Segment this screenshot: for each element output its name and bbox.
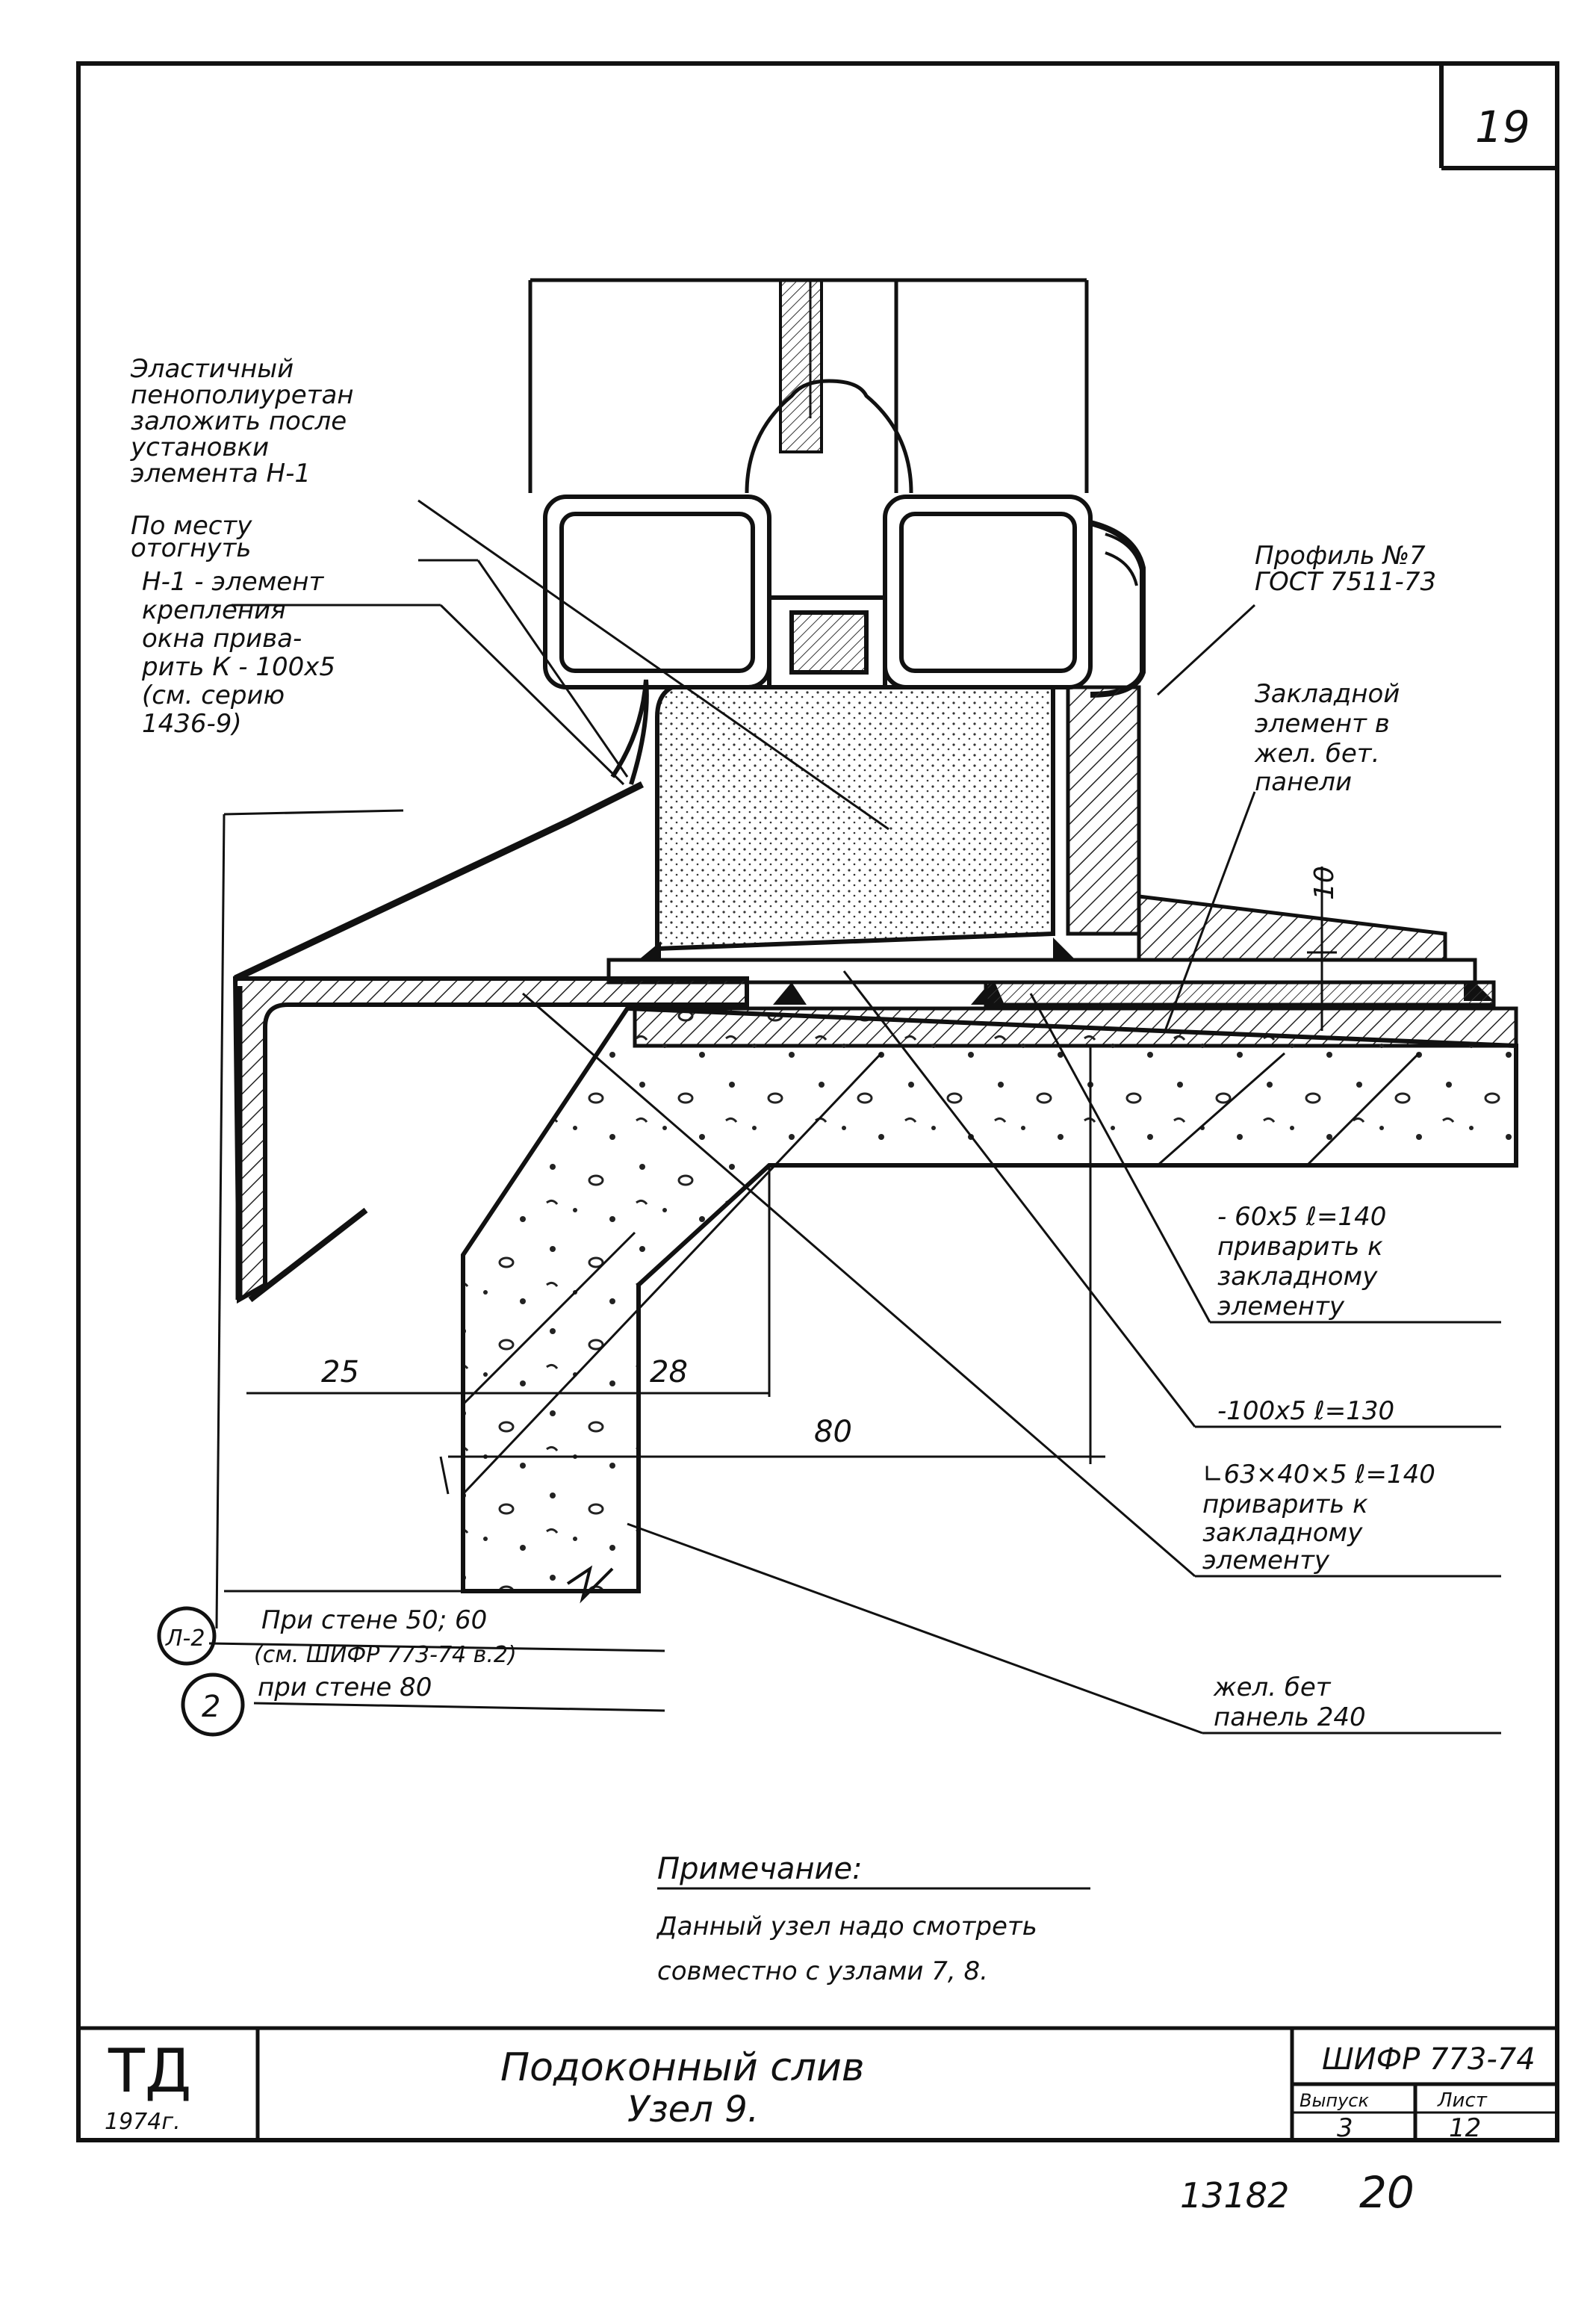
plate-100x5 [606,958,1477,985]
plate-60x5 [984,980,1496,1007]
embedded-element-riser [1066,685,1141,936]
svg-text:элемента Н-1: элемента Н-1 [131,459,311,489]
callout-plate-100: -100х5 ℓ=130 [1217,1396,1394,1426]
legend: Л-2 При стене 50; 60 (см. ШИФР 773-74 в.… [157,1605,517,1737]
concrete-hatch [462,1052,1420,1495]
issue-value: 3 [1337,2113,1353,2143]
svg-text:2: 2 [202,1690,220,1724]
dim-28: 28 [650,1355,688,1389]
svg-text:жел. бет.: жел. бет. [1254,739,1379,769]
svg-text:элементу: элементу [1202,1546,1330,1575]
callout-angle: ∟63×40×5 ℓ=140 приварить к закладному эл… [1202,1460,1435,1575]
dim-80: 80 [814,1415,852,1449]
legend-marker-2 [181,1673,245,1737]
sill-flashing [232,976,749,1304]
archive-sheet: 20 [1359,2167,1415,2218]
svg-text:жел. бет: жел. бет [1213,1673,1332,1702]
svg-text:рить К - 100х5: рить К - 100х5 [141,652,335,682]
svg-text:При стене 50; 60: При стене 50; 60 [261,1605,487,1635]
drawing-subtitle: Узел 9. [627,2089,759,2130]
title-block [78,2026,1557,2140]
callout-plate-60: - 60х5 ℓ=140 приварить к закладному элем… [1217,1202,1386,1321]
svg-text:Эластичный: Эластичный [130,354,294,384]
archive-number: 13182 [1180,2175,1289,2216]
callout-embedded: Закладной элемент в жел. бет. панели [1254,679,1400,797]
svg-text:Н-1 - элемент: Н-1 - элемент [142,567,324,597]
flashing-bend [610,679,649,785]
note-heading: Примечание: [657,1852,863,1886]
flashing-edge [234,781,645,1300]
svg-text:Л-2: Л-2 [165,1625,205,1652]
svg-text:приварить к: приварить к [1217,1232,1383,1262]
svg-text:при стене 80: при стене 80 [258,1673,432,1702]
note: Примечание: Данный узел надо смотреть со… [656,1852,1090,1986]
logo-td: ТД [108,2036,191,2106]
svg-text:закладному: закладному [1202,1518,1363,1548]
svg-text:совместно с узлами 7, 8.: совместно с узлами 7, 8. [657,1956,988,1986]
svg-text:заложить после: заложить после [131,406,347,436]
svg-text:элемент в: элемент в [1255,709,1390,739]
sheet-frame [76,61,1559,2142]
svg-text:ГОСТ 7511-73: ГОСТ 7511-73 [1255,567,1436,597]
sheet-value: 12 [1449,2113,1481,2143]
title-year: 1974г. [105,2109,181,2135]
callout-foam: Эластичный пенополиуретан заложить после… [130,354,354,489]
svg-text:Закладной: Закладной [1255,679,1400,709]
issue-label: Выпуск [1300,2090,1370,2111]
svg-text:отогнуть: отогнуть [131,533,251,563]
sheet-label: Лист [1437,2089,1488,2112]
cipher-code: ШИФР 773-74 [1322,2042,1536,2077]
svg-text:(см. ШИФР 773-74 в.2): (см. ШИФР 773-74 в.2) [254,1642,517,1668]
svg-text:Данный узел надо смотреть: Данный узел надо смотреть [656,1912,1037,1941]
dimension-lines [246,867,1337,1495]
window-sash [528,278,1089,494]
svg-text:элементу: элементу [1217,1292,1345,1321]
svg-text:панели: панели [1255,767,1352,797]
svg-text:- 60х5 ℓ=140: - 60х5 ℓ=140 [1217,1202,1386,1232]
svg-text:По месту: По месту [131,511,252,541]
callout-panel: жел. бет панель 240 [1213,1673,1366,1732]
svg-text:окна прива-: окна прива- [142,624,302,654]
page-number: 19 [1475,102,1530,152]
drip-edge [248,1207,368,1303]
svg-text:панель 240: панель 240 [1214,1702,1366,1732]
svg-text:(см. серию: (см. серию [142,681,285,710]
callout-element-n1: Н-1 - элемент крепления окна прива- рить… [141,567,335,739]
svg-text:установки: установки [130,433,269,462]
break-line [566,1565,614,1604]
svg-text:∟63×40×5 ℓ=140: ∟63×40×5 ℓ=140 [1202,1460,1435,1490]
dim-10: 10 [1309,866,1340,900]
callout-profile: Профиль №7 ГОСТ 7511-73 [1255,541,1436,597]
svg-text:Профиль №7: Профиль №7 [1255,541,1426,571]
drawing-title: Подоконный слив [500,2045,865,2090]
svg-text:1436-9): 1436-9) [142,709,242,739]
svg-text:приварить к: приварить к [1202,1490,1368,1519]
legend-marker-l2 [157,1606,217,1666]
svg-text:крепления: крепления [142,595,286,625]
leader-lines [208,499,1501,1735]
window-profile [543,495,1146,698]
callout-bend: По месту отогнуть [131,511,252,563]
foam-fill [655,685,1055,952]
svg-text:пенополиуретан: пенополиуретан [131,380,354,410]
embedded-element-flange [1137,894,1447,962]
dim-25: 25 [321,1355,359,1389]
svg-text:закладному: закладному [1217,1262,1378,1292]
